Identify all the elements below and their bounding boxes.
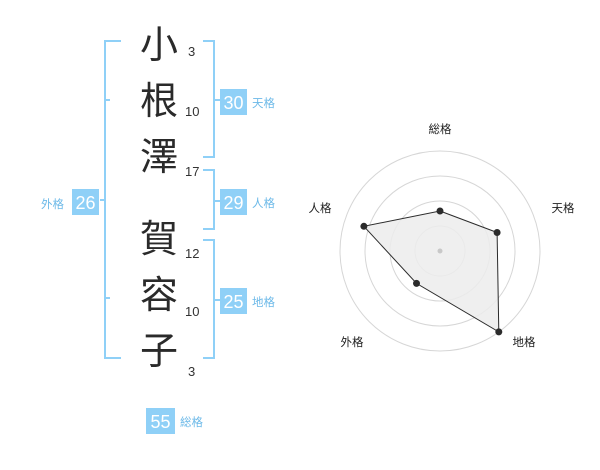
- name-char-1: 小: [140, 23, 178, 67]
- gaikaku-bracket: [100, 40, 121, 359]
- radar-center-dot: [437, 248, 443, 254]
- tenkaku-label: 天格: [252, 96, 275, 110]
- radar-axis-label-soukaku: 総格: [429, 122, 452, 136]
- radar-axis-label-tenkaku: 天格: [552, 201, 575, 215]
- jinkaku-badge: 29 人格: [220, 189, 275, 215]
- name-char-4: 賀: [140, 217, 178, 261]
- stroke-count-6: 3: [188, 364, 195, 379]
- tenkaku-bracket: [203, 40, 220, 158]
- radar-axis-label-jinkaku: 人格: [309, 201, 332, 215]
- radar-axis-label-gaikaku: 外格: [341, 335, 364, 349]
- radar-axis-label-chikaku: 地格: [513, 335, 536, 349]
- gaikaku-value: 26: [75, 193, 95, 213]
- radar-ring: [339, 150, 541, 352]
- radar-point: [413, 279, 420, 287]
- radar-point: [495, 328, 503, 336]
- radar-polygon: [362, 210, 500, 333]
- radar-point: [493, 229, 501, 236]
- soukaku-label: 総格: [180, 415, 203, 429]
- soukaku-value: 55: [150, 412, 170, 432]
- stroke-count-3: 17: [185, 164, 199, 179]
- radar-ring: [364, 175, 516, 327]
- jinkaku-label: 人格: [252, 196, 275, 210]
- stroke-count-2: 10: [185, 104, 199, 119]
- chikaku-badge: 25 地格: [220, 288, 275, 314]
- stroke-count-5: 10: [185, 304, 199, 319]
- stroke-count-1: 3: [188, 44, 195, 59]
- soukaku-badge: 55 総格: [146, 408, 203, 434]
- chikaku-label: 地格: [252, 295, 275, 309]
- jinkaku-value: 29: [223, 193, 243, 213]
- radar-point: [360, 222, 368, 230]
- fortune-radar-chart: 総格 天格 地格 外格 人格: [309, 122, 575, 352]
- name-char-2: 根: [140, 79, 178, 123]
- radar-point: [436, 207, 444, 215]
- jinkaku-bracket: [203, 169, 220, 230]
- gaikaku-label: 外格: [41, 197, 64, 211]
- gaikaku-badge: 外格 26: [41, 189, 99, 215]
- stroke-count-4: 12: [185, 246, 199, 261]
- chikaku-bracket: [203, 239, 220, 359]
- name-char-3: 澤: [140, 135, 178, 179]
- name-char-5: 容: [140, 273, 178, 317]
- tenkaku-badge: 30 天格: [220, 89, 275, 115]
- chikaku-value: 25: [223, 292, 243, 312]
- tenkaku-value: 30: [223, 93, 243, 113]
- name-char-6: 子: [140, 329, 178, 373]
